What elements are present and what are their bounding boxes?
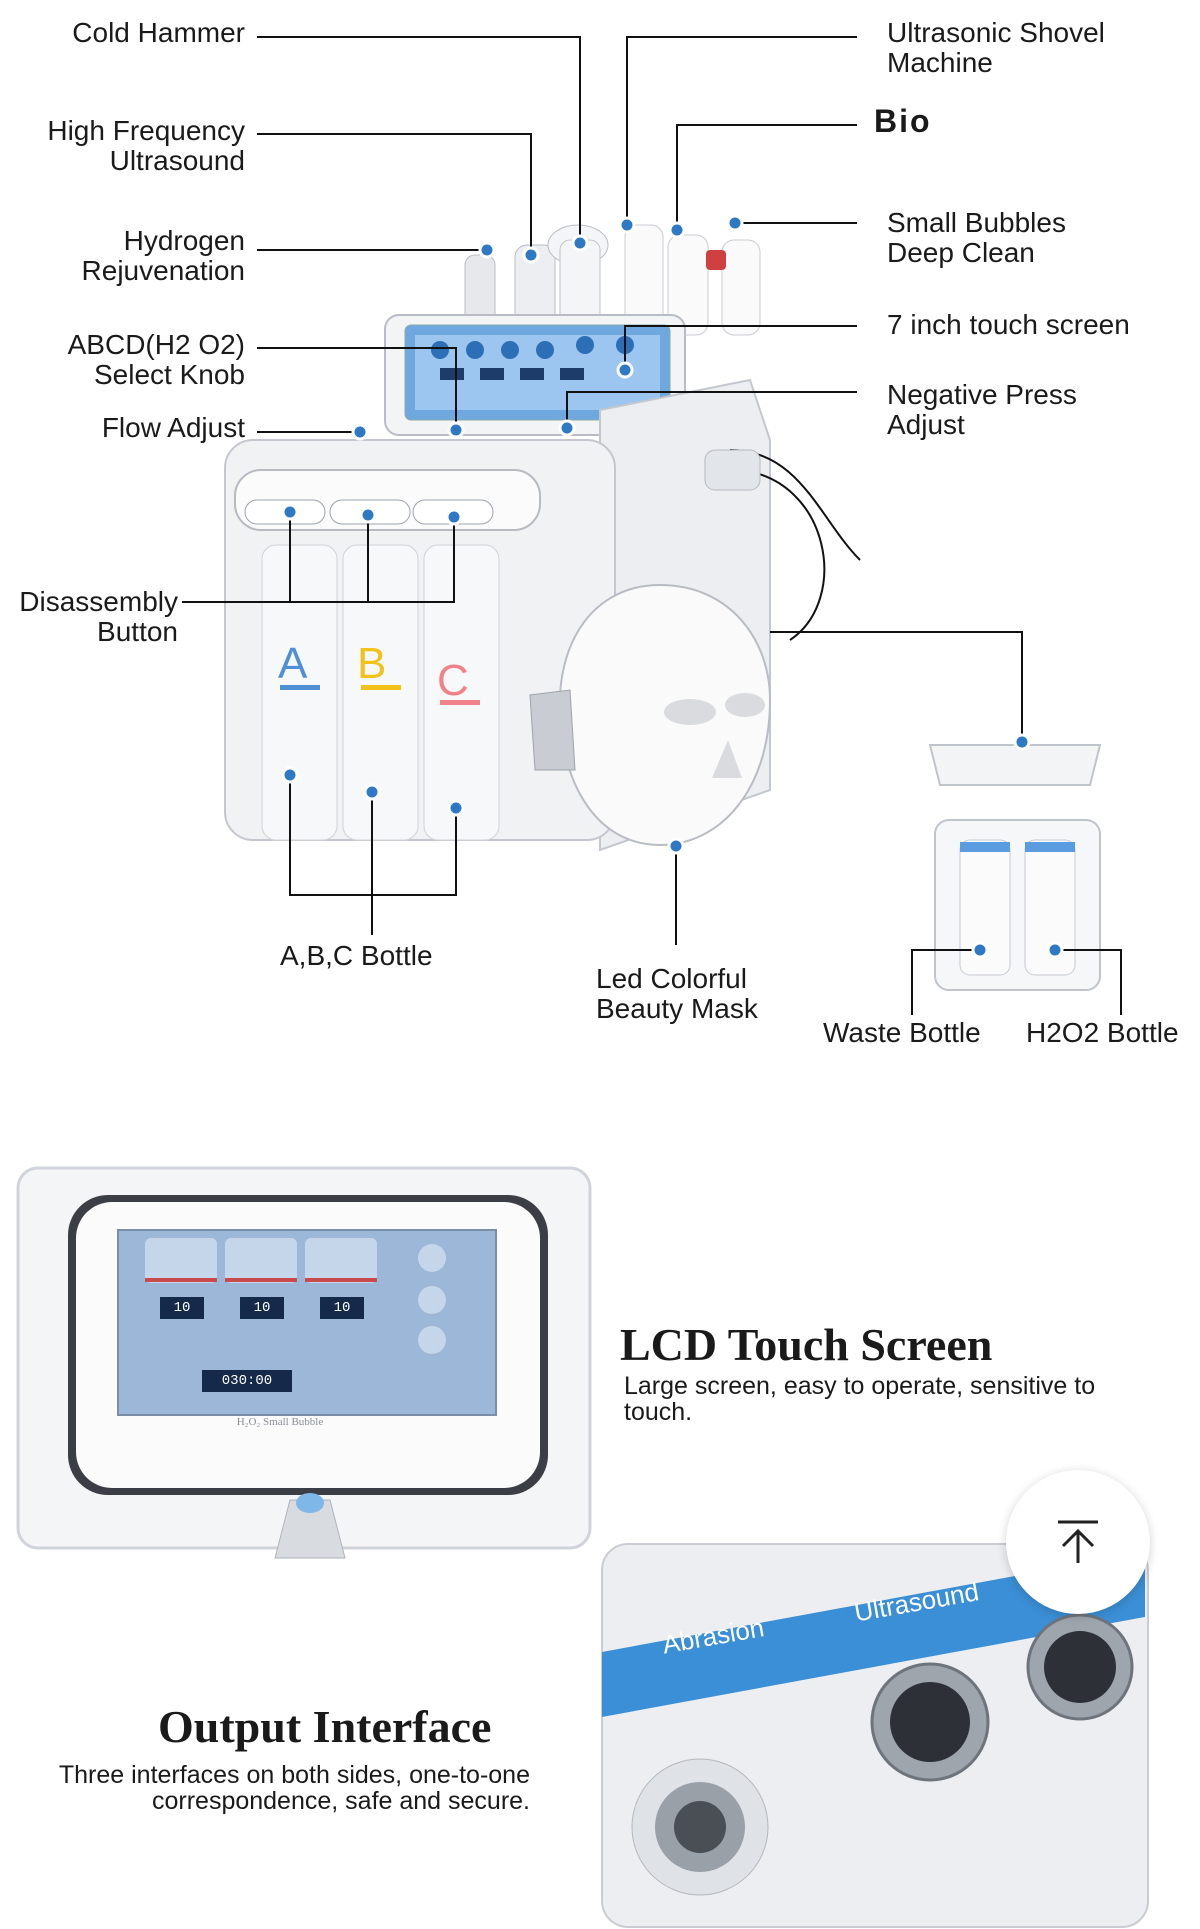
label-high-frequency-line2: Ultrasound [109, 145, 245, 176]
lcd-description: Large screen, easy to operate, sensitive… [624, 1372, 1096, 1426]
label-negative-press: Negative Press Adjust [887, 380, 1077, 440]
label-negative-press-line2: Adjust [887, 409, 965, 440]
led-mask [529, 583, 772, 847]
output-photo [601, 1543, 1149, 1928]
label-cold-hammer: Cold Hammer [72, 17, 245, 48]
label-abcd-line1: ABCD(H2 O2) [67, 329, 245, 360]
label-waste-bottle: Waste Bottle [823, 1017, 981, 1048]
bottle-stand [928, 744, 1102, 991]
label-high-frequency: High Frequency Ultrasound [20, 116, 245, 176]
arrow-up-to-top-icon [1058, 1520, 1098, 1563]
label-abc-bottle: A,B,C Bottle [280, 940, 433, 971]
label-small-bubbles-line1: Small Bubbles [887, 207, 1066, 238]
handpieces [464, 224, 761, 336]
label-small-bubbles-line2: Deep Clean [887, 237, 1035, 268]
label-led-mask-line1: Led Colorful [596, 963, 747, 994]
label-high-frequency-line1: High Frequency [47, 115, 245, 146]
bottle-b-letter: B [357, 639, 386, 688]
label-led-mask: Led Colorful Beauty Mask [596, 964, 758, 1024]
lcd-value-2: 10 [253, 1300, 271, 1316]
output-title: Output Interface [158, 1701, 492, 1752]
label-touch-screen: 7 inch touch screen [887, 309, 1130, 340]
label-hydrogen: Hydrogen Rejuvenation [20, 226, 245, 286]
bottle-c-letter: C [437, 656, 469, 705]
output-description-line1: Three interfaces on both sides, one-to-o… [58, 1761, 530, 1789]
lcd-brand: H₂O₂ Small Bubble [236, 1416, 324, 1428]
label-hydrogen-line1: Hydrogen [123, 225, 245, 256]
leader-lines [182, 36, 1122, 1015]
lcd-title: LCD Touch Screen [620, 1319, 993, 1370]
lcd-photo [16, 1166, 592, 1559]
label-ultrasonic-shovel: Ultrasonic Shovel Machine [887, 18, 1105, 78]
label-ultrasonic-line2: Machine [887, 47, 993, 78]
label-disassembly-line2: Button [97, 616, 178, 647]
label-abcd-knob: ABCD(H2 O2) Select Knob [20, 330, 245, 390]
label-disassembly: Disassembly Button [5, 587, 178, 647]
callout-dots [281, 214, 1064, 959]
label-bio: Bio [874, 103, 932, 139]
output-description: Three interfaces on both sides, one-to-o… [2, 1762, 530, 1814]
label-led-mask-line2: Beauty Mask [596, 993, 758, 1024]
label-abcd-line2: Select Knob [94, 359, 245, 390]
label-hydrogen-line2: Rejuvenation [81, 255, 245, 286]
label-flow-adjust: Flow Adjust [101, 412, 245, 443]
output-description-line2: correspondence, safe and secure. [151, 1787, 530, 1815]
lcd-value-1: 10 [173, 1300, 191, 1316]
label-disassembly-line1: Disassembly [19, 586, 178, 617]
lcd-timer: 030:00 [221, 1373, 273, 1389]
bottle-a-letter: A [278, 639, 308, 688]
machine-diagram: A B C [182, 36, 1122, 1015]
scroll-to-top-button[interactable] [1006, 1470, 1150, 1614]
label-negative-press-line1: Negative Press [887, 379, 1077, 410]
label-ultrasonic-line1: Ultrasonic Shovel [887, 17, 1105, 48]
label-small-bubbles: Small Bubbles Deep Clean [887, 208, 1066, 268]
machine-body [224, 378, 861, 852]
lcd-value-3: 10 [333, 1300, 351, 1316]
label-h2o2-bottle: H2O2 Bottle [1026, 1017, 1179, 1048]
